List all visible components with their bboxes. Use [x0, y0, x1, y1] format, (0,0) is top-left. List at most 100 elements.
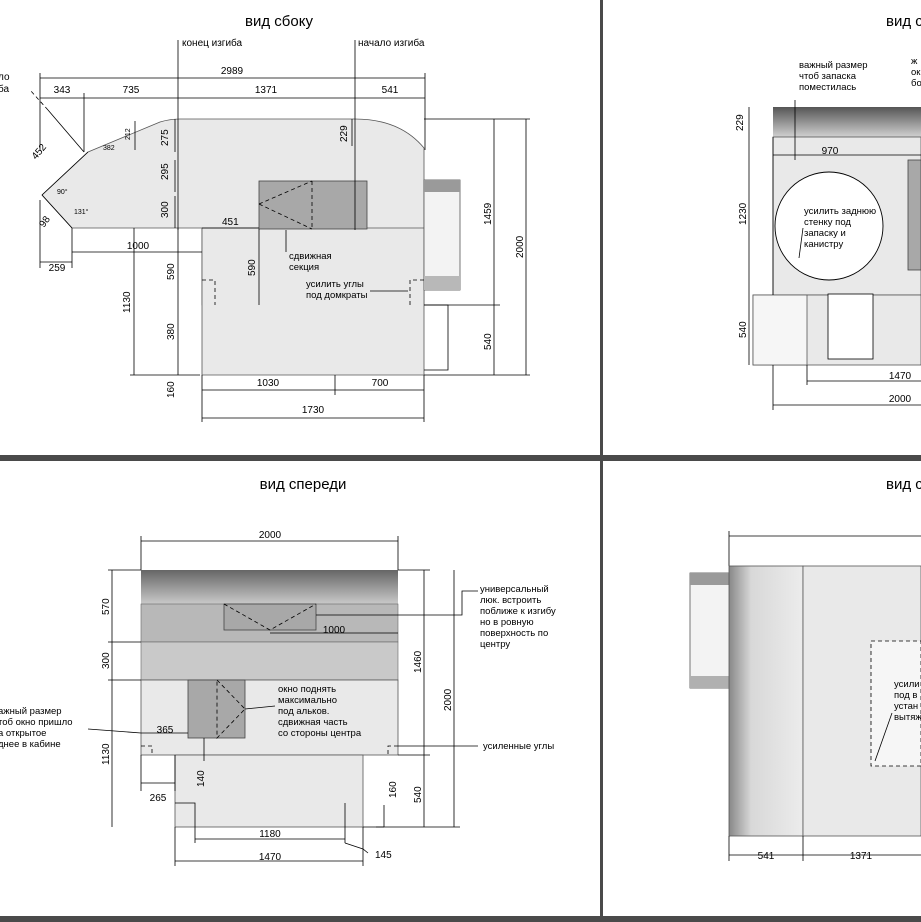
front-dim-1130: 1130	[101, 743, 112, 765]
top-note-3: устан	[894, 701, 918, 712]
dim-1130: 1130	[122, 291, 133, 313]
bend-end-label: конец изгиба	[182, 37, 243, 49]
front-note-hatch-1: универсальный	[480, 584, 549, 595]
hatch	[223, 603, 317, 631]
top-note-4: вытяж	[894, 712, 921, 723]
rear-block-top	[424, 180, 460, 192]
angle-131: 131°	[74, 208, 89, 216]
top-dim-1371: 1371	[850, 851, 873, 862]
dim-1459: 1459	[483, 202, 494, 225]
rear-note-clip-1: ж	[911, 56, 918, 67]
dim-295: 295	[160, 163, 171, 180]
rear-view-drawing: вид с 229 970 1230 540 1470 2000 важный …	[735, 13, 921, 410]
rear-block-bottom	[424, 276, 460, 290]
front-dim-300: 300	[101, 652, 112, 669]
front-note-window-1: окно поднять	[278, 684, 336, 695]
front-dim-1180: 1180	[259, 829, 281, 840]
front-note-size-2: тоб окно пришло	[0, 717, 73, 728]
rear-note-wall-4: канистру	[804, 239, 843, 250]
rear-dim-229: 229	[735, 114, 746, 131]
top-note-1: усили	[894, 679, 920, 690]
dim-160: 160	[166, 381, 177, 398]
front-dim-1000: 1000	[323, 625, 346, 636]
dim-451: 451	[222, 217, 239, 228]
front-note-size-1: ажный размер	[0, 706, 62, 717]
side-view-drawing: вид сбоку 2989 343 735 1371 541 конец из…	[0, 13, 530, 422]
front-note-window-5: со стороны центра	[278, 728, 362, 739]
front-dim-570: 570	[101, 598, 112, 615]
front-note-corners: усиленные углы	[483, 741, 554, 752]
dim-275: 275	[160, 129, 171, 146]
dim-1030: 1030	[257, 378, 280, 389]
top-view-drawing: вид с 541 1371 усили под в устан вытяж	[689, 476, 921, 862]
rear-view-panel: вид с 229 970 1230 540 1470 2000 важный …	[603, 0, 921, 455]
rear-note-clip-3: бо	[911, 78, 921, 89]
front-note-hatch-4: но в ровную	[480, 617, 534, 628]
rear-view-title: вид с	[886, 13, 921, 30]
front-dim-145: 145	[375, 850, 392, 861]
dim-1730: 1730	[302, 405, 325, 416]
rear-dim-2000: 2000	[889, 394, 912, 405]
front-window	[187, 679, 246, 739]
front-lower	[174, 754, 364, 828]
top-dim-541: 541	[758, 851, 775, 862]
front-dim-365: 365	[157, 725, 174, 736]
front-note-hatch-2: люк. встроить	[480, 595, 541, 606]
rear-dim-970: 970	[822, 146, 839, 157]
top-view-panel: вид с 541 1371 усили под в устан вытяж	[603, 461, 921, 916]
dim-735: 735	[123, 85, 140, 96]
front-alcove-bottom	[140, 641, 399, 681]
dim-382: 382	[103, 145, 115, 152]
front-dim-1460: 1460	[413, 650, 424, 673]
sliding-section	[258, 180, 368, 230]
cut-note-1: ло	[0, 72, 10, 83]
front-note-hatch-3: поближе к изгибу	[480, 606, 556, 617]
rear-note-spare-3: поместилась	[799, 82, 856, 93]
dim-212: 212	[125, 128, 132, 140]
top-view-title: вид с	[886, 476, 921, 493]
dim-2000: 2000	[515, 235, 526, 258]
front-dim-2000: 2000	[259, 530, 282, 541]
front-view-title: вид спереди	[260, 476, 347, 493]
front-note-hatch-5: поверхность по	[480, 628, 548, 639]
top-note-2: под в	[894, 690, 917, 701]
dim-259: 259	[49, 263, 66, 274]
front-dim-540: 540	[413, 786, 424, 803]
rear-door	[907, 159, 921, 271]
dim-229: 229	[339, 125, 350, 142]
front-dim-160: 160	[388, 781, 399, 798]
dim-1000: 1000	[127, 241, 150, 252]
rear-note-spare-2: чтоб запаска	[799, 71, 857, 82]
front-note-hatch-6: центру	[480, 639, 510, 650]
side-view-title: вид сбоку	[245, 13, 313, 30]
front-view-panel: вид спереди 2000 570 300 1130 1000 1460 …	[0, 461, 600, 916]
top-reinforce-area	[870, 640, 921, 767]
corners-note-2: под домкраты	[306, 290, 368, 301]
front-view-drawing: вид спереди 2000 570 300 1130 1000 1460 …	[0, 476, 556, 866]
front-note-window-2: максимально	[278, 695, 337, 706]
rear-dim-1230: 1230	[738, 202, 749, 225]
dim-343: 343	[54, 85, 71, 96]
front-dim-1470: 1470	[259, 852, 282, 863]
canister	[827, 293, 874, 360]
bend-start-label: начало изгиба	[358, 37, 425, 49]
rear-block	[423, 179, 461, 291]
rear-roof	[773, 107, 921, 137]
rear-bumper-left	[752, 294, 808, 366]
rear-dim-540: 540	[738, 321, 749, 338]
front-note-size-4: днее в кабине	[0, 739, 61, 750]
sliding-note-1: сдвижная	[289, 251, 332, 262]
dim-590b: 590	[247, 259, 258, 276]
front-roof	[141, 570, 398, 604]
spare-wheel	[774, 171, 884, 281]
sliding-note-2: секция	[289, 262, 319, 273]
front-dim-140: 140	[196, 770, 207, 787]
rear-note-wall-2: стенку под	[804, 217, 851, 228]
top-front-block-top	[690, 573, 730, 585]
side-view-panel: вид сбоку 2989 343 735 1371 541 конец из…	[0, 0, 600, 455]
dim-590a: 590	[166, 263, 177, 280]
rear-note-wall-3: запаску и	[804, 228, 846, 239]
dim-700: 700	[372, 378, 389, 389]
cut-note-2: ба	[0, 83, 9, 95]
